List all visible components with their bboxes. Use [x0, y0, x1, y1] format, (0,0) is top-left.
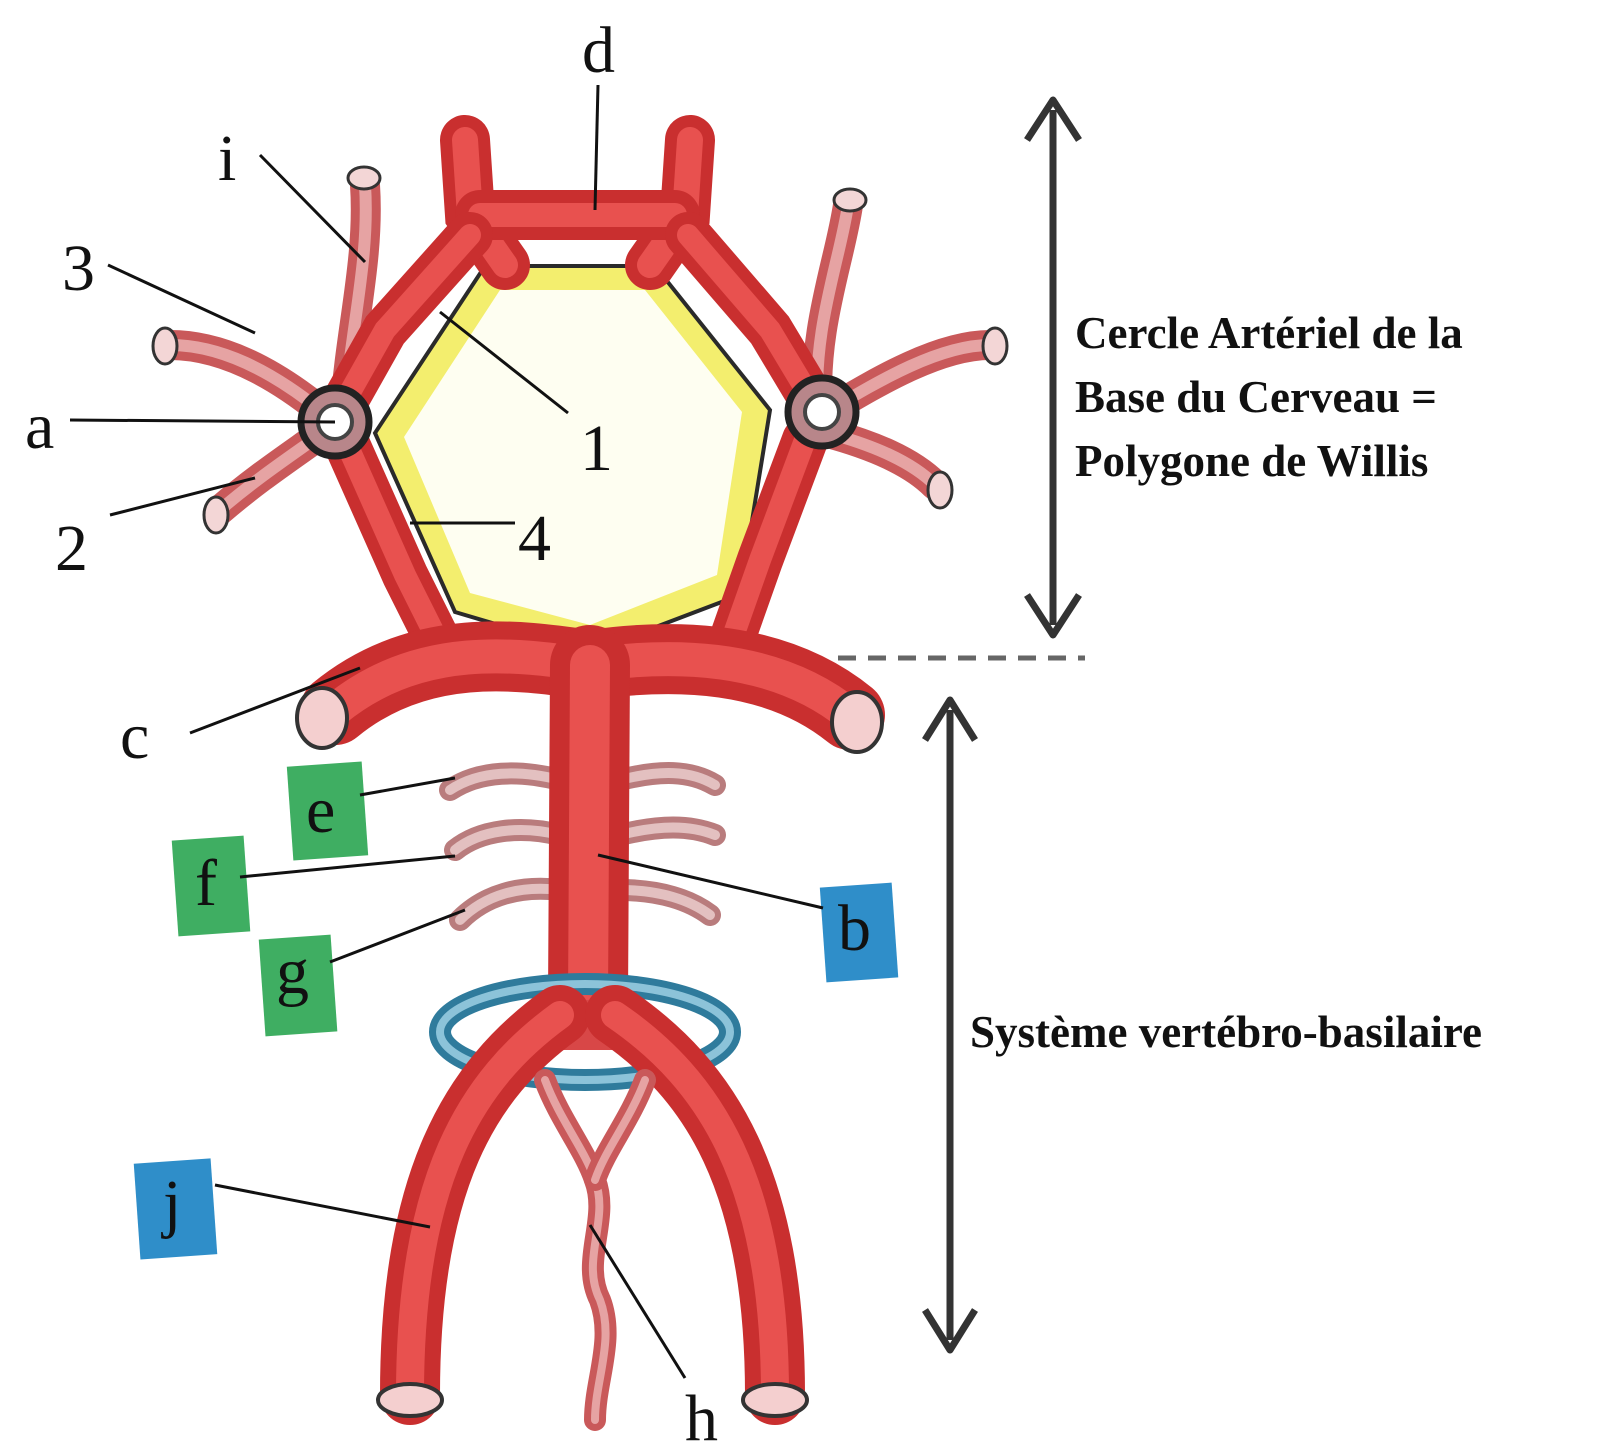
label-4: 4: [518, 502, 551, 575]
label-d: d: [582, 14, 615, 87]
label-c: c: [120, 700, 149, 773]
label-a: a: [25, 390, 54, 463]
label-e: e: [306, 774, 335, 847]
label-1: 1: [580, 412, 613, 485]
label-g: g: [276, 935, 309, 1008]
label-3: 3: [62, 232, 95, 305]
vertebro-caption: Système vertébro-basilaire: [970, 1007, 1482, 1057]
willis-caption-line2: Base du Cerveau =: [1075, 372, 1437, 422]
label-h: h: [685, 1382, 718, 1442]
willis-caption-line1: Cercle Artériel de la: [1075, 308, 1463, 358]
label-i: i: [218, 122, 236, 195]
label-j: j: [161, 1167, 181, 1240]
label-b: b: [838, 892, 871, 965]
side-captions: Cercle Artériel de la Base du Cerveau = …: [970, 308, 1482, 1057]
willis-caption-line3: Polygone de Willis: [1075, 436, 1428, 486]
label-2: 2: [55, 512, 88, 585]
label-f: f: [195, 847, 217, 920]
